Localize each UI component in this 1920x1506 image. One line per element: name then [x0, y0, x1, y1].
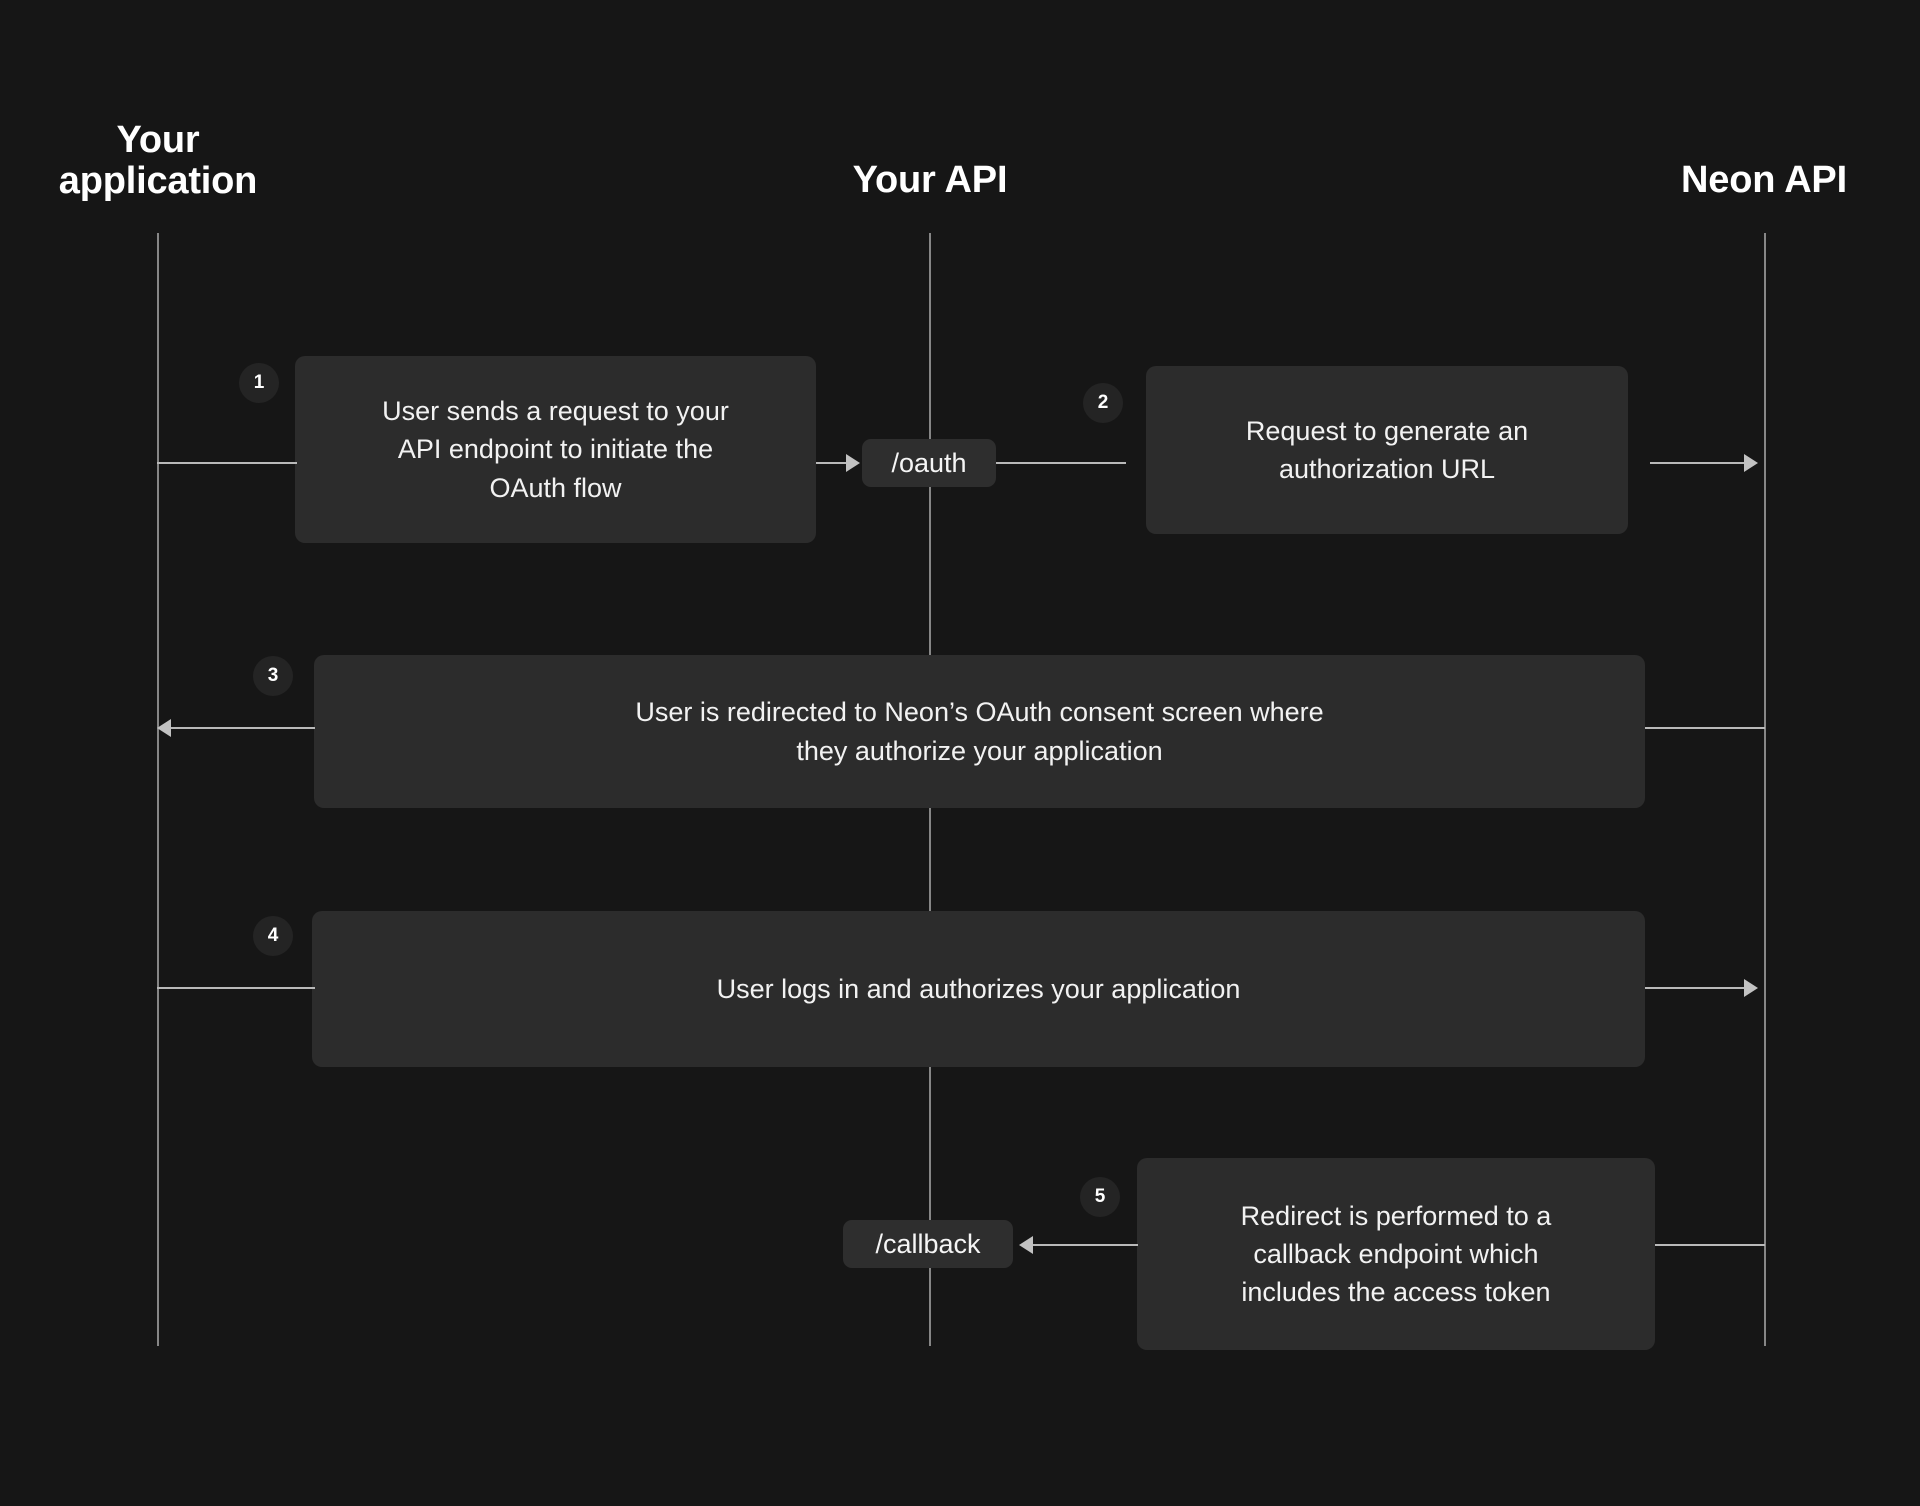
- endpoint-pill-oauth[interactable]: /oauth: [862, 439, 996, 487]
- step-box-2: Request to generate an authorization URL: [1146, 366, 1628, 534]
- connector-step-4-out: [1645, 987, 1746, 989]
- connector-step-5-in: [1655, 1244, 1765, 1246]
- connector-step-2-out: [1650, 462, 1746, 464]
- lifeline-your-application: [157, 233, 159, 1346]
- arrowhead-step-1-right-icon: [846, 454, 860, 472]
- arrowhead-step-5-left-icon: [1019, 1236, 1033, 1254]
- connector-step-3-in: [1645, 727, 1765, 729]
- step-text-4: User logs in and authorizes your applica…: [716, 973, 1241, 1004]
- step-badge-5: 5: [1080, 1177, 1120, 1217]
- lane-header-your-api: Your API: [852, 159, 1008, 201]
- step-box-5: Redirect is performed to a callback endp…: [1137, 1158, 1655, 1350]
- endpoint-pill-callback[interactable]: /callback: [843, 1220, 1013, 1268]
- step-text-3: User is redirected to Neon’s OAuth conse…: [635, 697, 1324, 766]
- connector-step-1-in: [157, 462, 297, 464]
- step-box-1: User sends a request to your API endpoin…: [295, 356, 816, 543]
- step-text-1: User sends a request to your API endpoin…: [382, 396, 729, 503]
- step-badge-1: 1: [239, 363, 279, 403]
- connector-step-3-out: [171, 727, 315, 729]
- step-badge-3: 3: [253, 656, 293, 696]
- step-box-4: User logs in and authorizes your applica…: [312, 911, 1645, 1067]
- connector-step-4-in: [157, 987, 315, 989]
- lifeline-neon-api: [1764, 233, 1766, 1346]
- connector-step-5-out: [1033, 1244, 1138, 1246]
- step-text-2: Request to generate an authorization URL: [1245, 415, 1529, 484]
- arrowhead-step-2-right-icon: [1744, 454, 1758, 472]
- step-badge-4: 4: [253, 916, 293, 956]
- connector-step-1-out: [816, 462, 848, 464]
- lane-header-neon-api: Neon API: [1681, 159, 1847, 201]
- step-badge-2: 2: [1083, 383, 1123, 423]
- lane-header-your-application: Your application: [58, 119, 258, 203]
- connector-step-2-in: [996, 462, 1126, 464]
- arrowhead-step-3-left-icon: [157, 719, 171, 737]
- step-box-3: User is redirected to Neon’s OAuth conse…: [314, 655, 1645, 808]
- arrowhead-step-4-right-icon: [1744, 979, 1758, 997]
- step-text-5: Redirect is performed to a callback endp…: [1240, 1200, 1552, 1308]
